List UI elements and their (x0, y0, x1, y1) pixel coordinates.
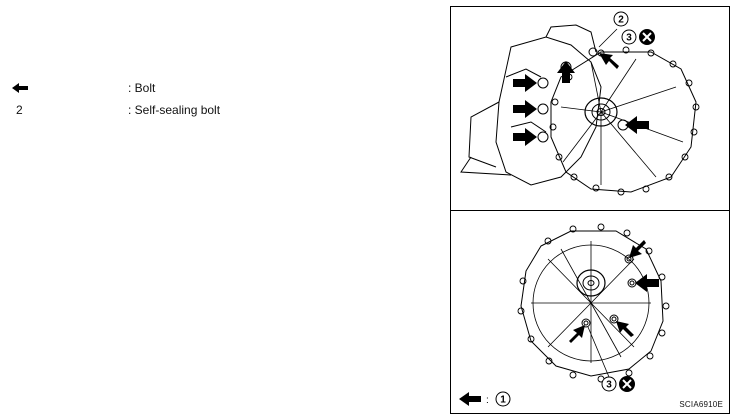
figure-top-panel: 2 3 (451, 7, 729, 211)
key-separator: : (486, 395, 489, 406)
transaxle-figure: 2 3 (450, 6, 730, 414)
bolt-arrow (513, 74, 537, 92)
bolt-arrow (557, 61, 575, 83)
self-sealing-bolt-arrow (569, 325, 585, 343)
do-not-reuse-icon (639, 29, 655, 45)
legend: : Bolt 2 : Self-sealing bolt (8, 80, 428, 124)
clutch-housing-drawing: 3 : 1 (459, 223, 670, 407)
callout-number: 1 (500, 395, 506, 406)
callout-number: 2 (618, 15, 624, 26)
self-sealing-bolt-arrow (599, 53, 619, 69)
arrow-key: : 1 (459, 391, 511, 407)
legend-row-self-sealing: 2 : Self-sealing bolt (8, 102, 428, 124)
transaxle-assembly-drawing: 2 3 (460, 11, 700, 196)
bolt-arrow (513, 128, 537, 146)
bolt-arrow (629, 240, 646, 258)
legend-bolt-text: : Bolt (128, 81, 156, 95)
legend-row-bolt: : Bolt (8, 80, 428, 102)
bolt-arrow (635, 274, 659, 292)
arrow-left-icon (459, 392, 481, 406)
callout-circle (601, 376, 617, 392)
bolt-arrow (616, 321, 634, 337)
legend-self-sealing-text: : Self-sealing bolt (128, 103, 221, 117)
callout-circle (613, 11, 629, 27)
callout-circle (495, 391, 511, 407)
callout-number: 3 (606, 380, 612, 391)
bolt-arrow (513, 100, 537, 118)
figure-code: SCIA6910E (679, 400, 723, 409)
arrow-left-icon (12, 83, 28, 93)
bolt-arrow (625, 116, 649, 134)
callout-circle (621, 29, 637, 45)
do-not-reuse-icon (619, 376, 635, 392)
legend-number: 2 (16, 103, 23, 117)
figure-bottom-panel: 3 : 1 (451, 211, 729, 412)
callout-number: 3 (626, 33, 632, 44)
